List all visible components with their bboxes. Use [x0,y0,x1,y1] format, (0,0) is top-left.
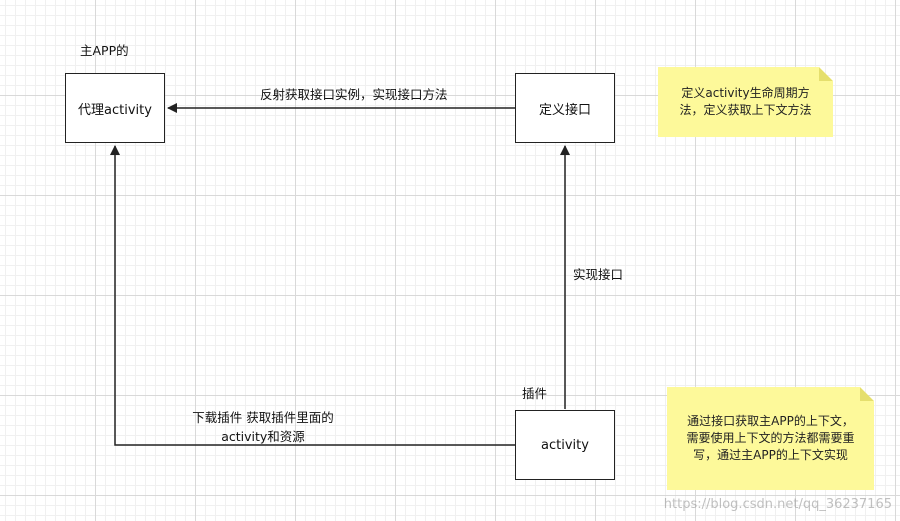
context-note-line2: 需要使用上下文的方法都需要重 [686,431,855,445]
context-note-line3: 写，通过主APP的上下文实现 [693,448,848,462]
download-edge [110,145,515,446]
plugin-activity-text: activity [541,437,589,453]
download-label-line1: 下载插件 获取插件里面的 [192,410,334,425]
download-label-line2: activity和资源 [221,429,305,444]
proxy-activity-text: 代理activity [78,102,152,118]
reflect-edge-label: 反射获取接口实例，实现接口方法 [260,87,448,102]
main-app-label: 主APP的 [80,43,129,58]
lifecycle-note-line1: 定义activity生命周期方 [681,86,810,100]
lifecycle-note: 定义activity生命周期方 法，定义获取上下文方法 [658,67,833,137]
plugin-label: 插件 [522,386,548,401]
context-note: 通过接口获取主APP的上下文， 需要使用上下文的方法都需要重 写，通过主APP的… [667,387,874,490]
define-interface-box[interactable]: 定义接口 [515,73,615,143]
define-interface-text: 定义接口 [538,102,591,118]
context-note-line1: 通过接口获取主APP的上下文， [687,414,854,428]
proxy-activity-box[interactable]: 代理activity [65,73,165,143]
watermark: https://blog.csdn.net/qq_36237165 [663,497,892,512]
implement-edge-label: 实现接口 [573,267,624,282]
plugin-activity-box[interactable]: activity [515,410,615,480]
download-edge-label: 下载插件 获取插件里面的 activity和资源 [188,407,338,445]
lifecycle-note-line2: 法，定义获取上下文方法 [679,103,812,117]
